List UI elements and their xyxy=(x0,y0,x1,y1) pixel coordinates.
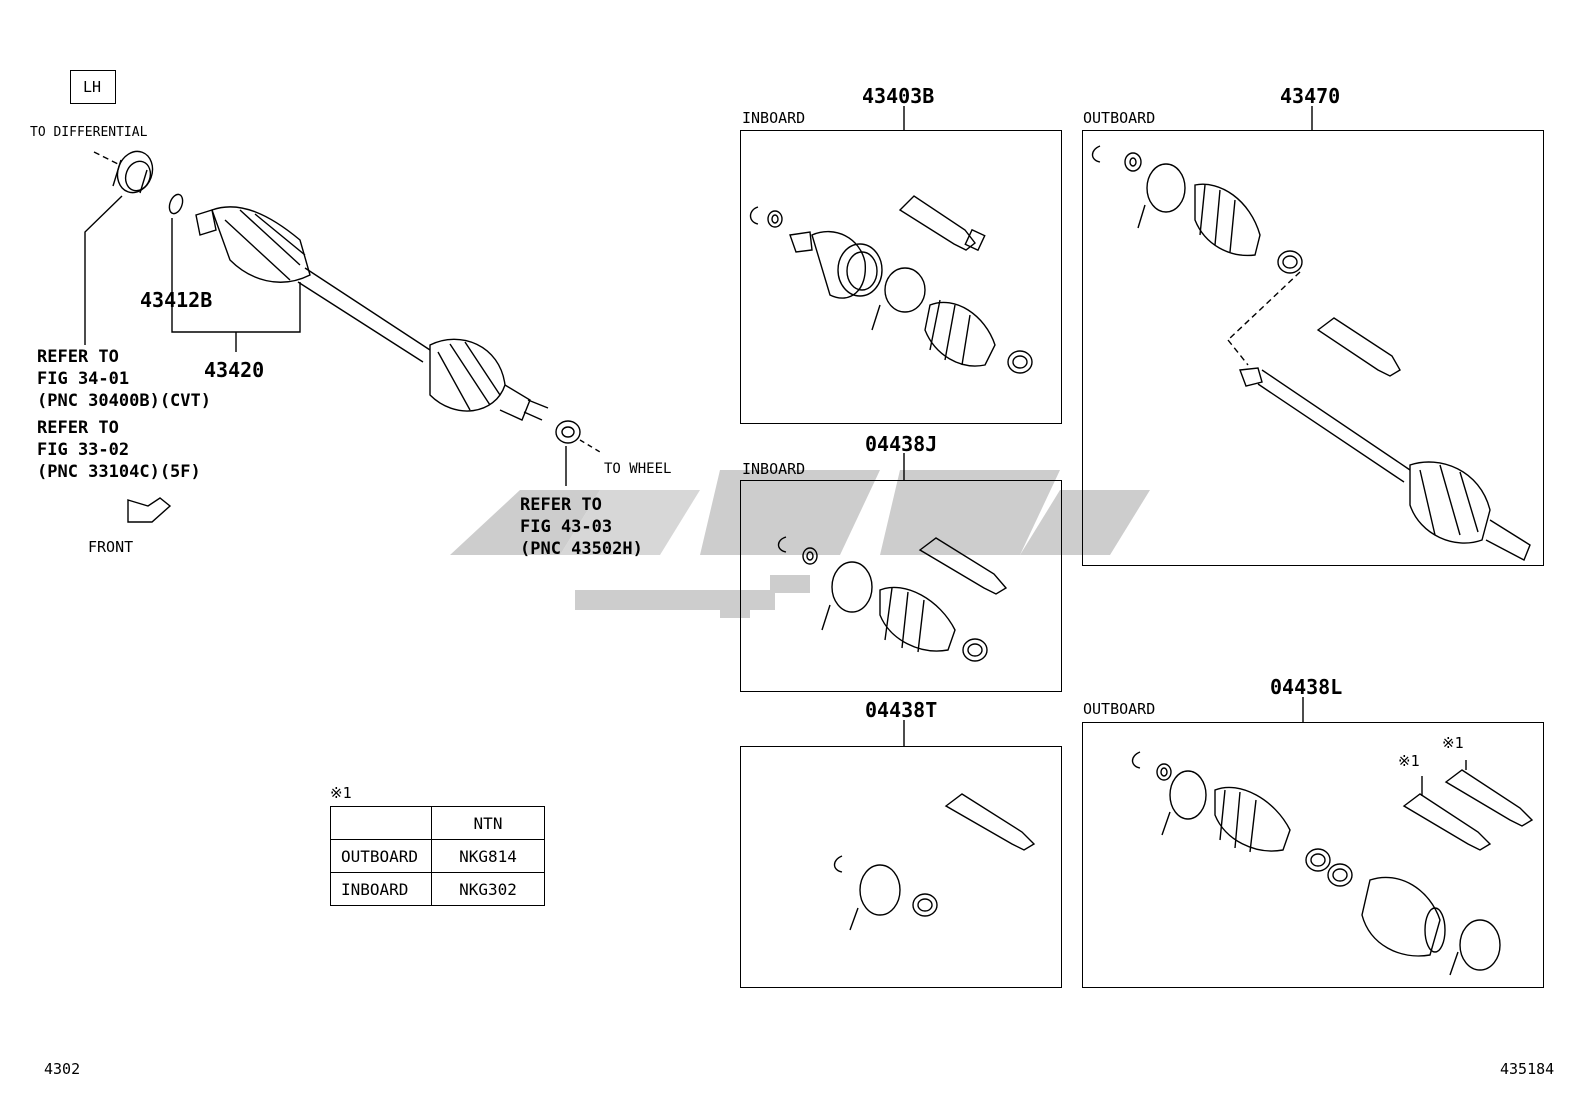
kit-04438l-code[interactable]: 04438L xyxy=(1270,675,1343,699)
kit-04438j-side: INBOARD xyxy=(742,460,806,478)
refer-c-line2[interactable]: FIG 43-03 xyxy=(520,517,613,537)
kit-43403b-side: INBOARD xyxy=(742,109,806,127)
oil-seal-icon xyxy=(112,150,154,194)
grease-tube-icon xyxy=(1316,317,1401,377)
part-number-43412b[interactable]: 43412B xyxy=(140,288,213,312)
table-cell: OUTBOARD xyxy=(330,839,432,873)
refer-a-line1: REFER TO xyxy=(37,347,119,367)
refer-a-line2[interactable]: FIG 34-01 xyxy=(37,369,130,389)
to-differential-label: TO DIFFERENTIAL xyxy=(30,125,148,140)
table-row: INBOARD NKG302 xyxy=(330,872,545,906)
kit-43470-code[interactable]: 43470 xyxy=(1280,84,1341,108)
table-cell: INBOARD xyxy=(330,872,432,906)
figure-id: 435184 xyxy=(1500,1060,1555,1078)
hub-nut-icon xyxy=(555,420,581,444)
kit-04438l-box xyxy=(1082,722,1544,988)
grease-tube-icon xyxy=(898,195,986,252)
grease-tube-icon xyxy=(1402,793,1492,851)
kit-43470-box xyxy=(1082,130,1544,566)
inboard-joint-kit-parts xyxy=(749,195,1033,374)
front-arrow-icon xyxy=(127,497,172,523)
table-row: NTN xyxy=(330,806,545,840)
refer-a-line3: (PNC 30400B)(CVT) xyxy=(37,391,211,411)
part-number-43420[interactable]: 43420 xyxy=(204,358,265,382)
kit-04438l-note-mark-b: ※1 xyxy=(1398,752,1420,770)
kit-04438j-box xyxy=(740,480,1062,692)
table-cell: NKG302 xyxy=(431,872,545,906)
small-kit-parts xyxy=(833,793,1036,931)
kit-04438l-note-mark-a: ※1 xyxy=(1442,734,1464,752)
outboard-boot-kit-parts xyxy=(1131,751,1534,976)
to-wheel-label: TO WHEEL xyxy=(604,461,672,477)
outboard-shaft-kit-parts xyxy=(1091,145,1531,561)
side-badge-label: LH xyxy=(83,78,102,96)
kit-04438j-code[interactable]: 04438J xyxy=(865,432,938,456)
grease-tube-icon xyxy=(1444,769,1534,827)
side-badge xyxy=(70,70,116,104)
note-table: NTN OUTBOARD NKG814 INBOARD NKG302 xyxy=(330,806,545,906)
front-label: FRONT xyxy=(88,538,134,556)
grease-tube-icon xyxy=(944,793,1036,851)
kit-43403b-box xyxy=(740,130,1062,424)
kit-43470-side: OUTBOARD xyxy=(1083,109,1156,127)
kit-04438t-box xyxy=(740,746,1062,988)
refer-b-line2[interactable]: FIG 33-02 xyxy=(37,440,130,460)
grease-tube-icon xyxy=(918,537,1008,595)
table-header-cell: NTN xyxy=(431,806,545,840)
page-code: 4302 xyxy=(44,1060,81,1078)
refer-b-line3: (PNC 33104C)(5F) xyxy=(37,462,201,482)
refer-c-line3: (PNC 43502H) xyxy=(520,539,643,559)
table-row: OUTBOARD NKG814 xyxy=(330,839,545,873)
kit-04438l-side: OUTBOARD xyxy=(1083,700,1156,718)
inboard-boot-kit-parts xyxy=(777,536,1008,662)
table-header-cell xyxy=(330,806,432,840)
table-cell: NKG814 xyxy=(431,839,545,873)
snap-ring-icon xyxy=(168,193,184,215)
kit-04438t-code[interactable]: 04438T xyxy=(865,698,938,722)
refer-c-line1: REFER TO xyxy=(520,495,602,515)
refer-b-line1: REFER TO xyxy=(37,418,119,438)
note-table-mark: ※1 xyxy=(330,784,352,802)
kit-43403b-code[interactable]: 43403B xyxy=(862,84,935,108)
